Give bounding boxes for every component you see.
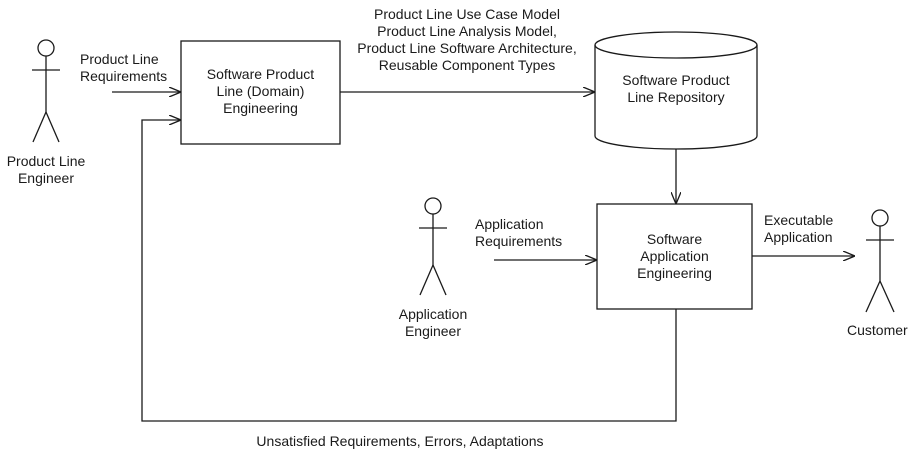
product-line-requirements-label: Product Line Requirements [80,51,168,84]
application-requirements-label: Application Requirements [475,216,563,249]
artifacts-label: Product Line Use Case Model Product Line… [357,6,577,73]
customer-label: Customer [847,322,908,338]
repository-label: Software Product Line Repository [622,72,730,105]
product-line-engineer-label: Product Line Engineer [6,153,86,186]
product-line-engineer-actor-icon [32,39,60,143]
customer-actor-icon [865,209,895,313]
application-engineer-label: Application Engineer [398,306,468,339]
executable-application-label: Executable Application [764,212,834,245]
application-engineer-actor-icon [419,197,447,296]
domain-engineering-label: Software Product Line (Domain) Engineeri… [206,66,315,116]
feedback-label: Unsatisfied Requirements, Errors, Adapta… [256,433,544,449]
feedback-arrow [141,120,677,422]
application-engineering-label: Software Application Engineering [637,231,712,281]
